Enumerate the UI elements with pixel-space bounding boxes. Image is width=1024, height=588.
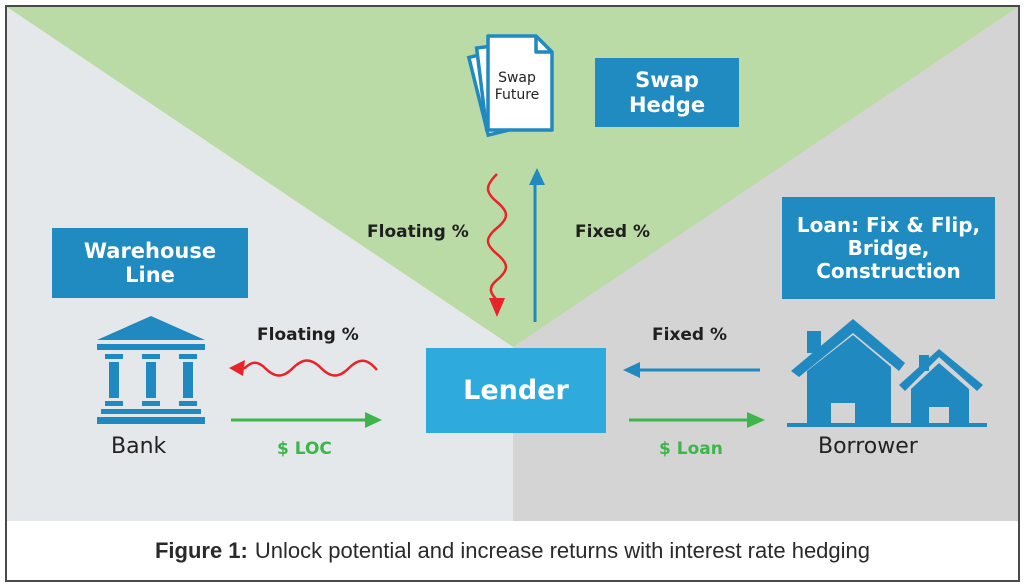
loc-arrowhead-icon <box>365 412 382 428</box>
hedging-diagram: Swap Future Swap Hedge Floating % Fixed … <box>7 7 1018 521</box>
loan-types-line3: Construction <box>816 258 961 283</box>
floating-rate-down-arrow <box>486 173 508 301</box>
swap-hedge-box: Swap Hedge <box>595 58 739 127</box>
bank-name: Bank <box>111 434 167 459</box>
lender-box: Lender <box>426 348 606 433</box>
lender-label: Lender <box>463 374 569 406</box>
floating-left-arrowhead-icon <box>229 360 245 376</box>
floating-rate-left-arrow <box>229 359 378 377</box>
bank-floating-label: Floating % <box>257 325 359 345</box>
fixed-left-arrowhead-icon <box>623 362 640 378</box>
borrower-name: Borrower <box>818 434 918 459</box>
warehouse-line-box: Warehouse Line <box>52 228 248 298</box>
borrower-fixed-label: Fixed % <box>652 325 728 345</box>
loan-right-arrow <box>629 412 765 428</box>
loan-types-box: Loan: Fix & Flip, Bridge, Construction <box>782 197 995 299</box>
loan-arrowhead-icon <box>747 412 765 428</box>
swap-future-document-icon <box>466 34 554 138</box>
floating-arrowhead-icon <box>489 298 505 317</box>
loc-right-arrow <box>231 412 382 428</box>
loan-label: $ Loan <box>659 439 723 459</box>
warehouse-line-line2: Line <box>125 263 175 287</box>
loan-types-line1: Loan: Fix & Flip, <box>796 212 981 237</box>
figure-frame: Swap Future Swap Hedge Floating % Fixed … <box>5 5 1020 582</box>
houses-icon <box>787 319 987 427</box>
warehouse-line-line1: Warehouse <box>83 238 217 263</box>
figure-caption: Figure 1: Unlock potential and increase … <box>7 521 1018 580</box>
swap-hedge-line2: Hedge <box>628 92 706 117</box>
swap-hedge-line1: Swap <box>635 68 699 93</box>
swap-region <box>7 7 1018 347</box>
swap-future-line2: Future <box>494 87 540 103</box>
loc-label: $ LOC <box>277 439 332 459</box>
caption-prefix: Figure 1: <box>154 537 248 563</box>
fixed-rate-left-arrow <box>623 362 760 378</box>
swap-future-label: Swap Future <box>480 70 554 104</box>
bank-icon <box>97 316 205 424</box>
swap-future-line1: Swap <box>498 70 536 86</box>
loan-types-line2: Bridge, <box>847 235 930 260</box>
fixed-arrowhead-icon <box>529 168 545 185</box>
swap-floating-label: Floating % <box>367 222 469 242</box>
caption-text: Unlock potential and increase returns wi… <box>254 537 871 563</box>
swap-arrows <box>486 173 537 322</box>
swap-fixed-label: Fixed % <box>575 222 651 242</box>
